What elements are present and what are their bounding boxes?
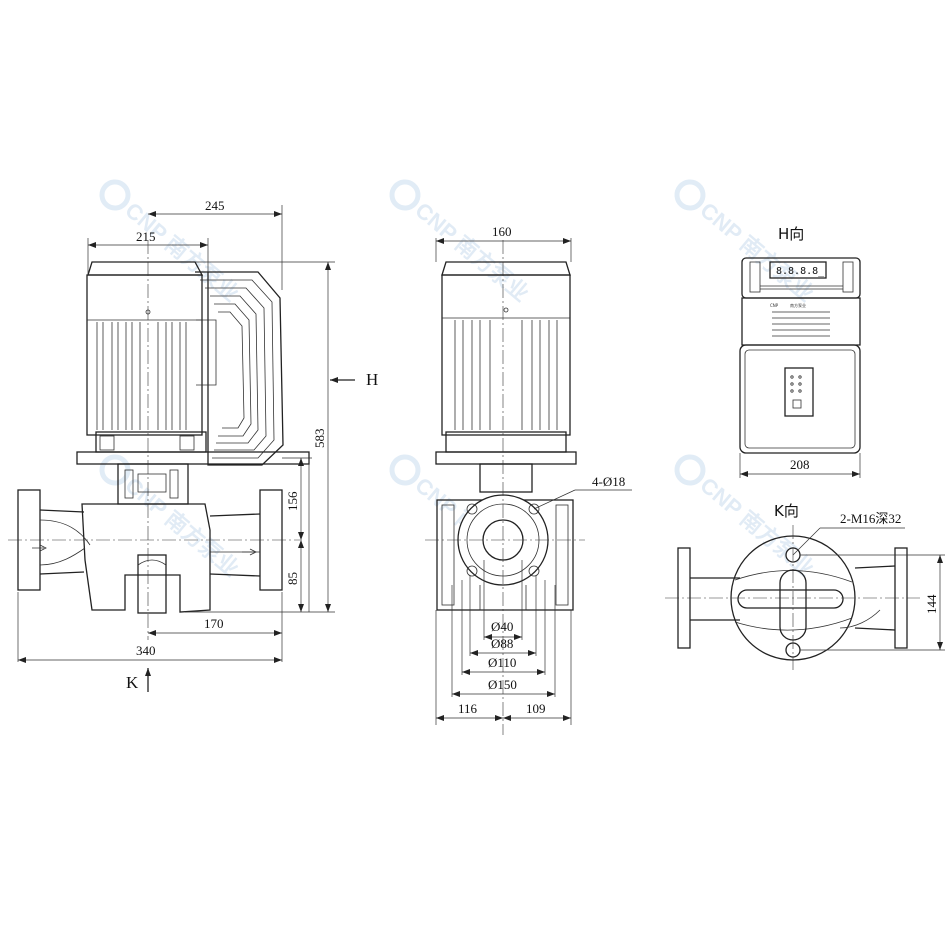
dim-215: 215 (136, 229, 156, 244)
dim-85: 85 (285, 572, 300, 585)
svg-text:南方泵业: 南方泵业 (450, 231, 533, 307)
watermark-group: CNP 南方泵业 CNP 南方泵业 CNP 南方泵业 CNP 南方泵业 CNP … (99, 179, 819, 582)
dim-156: 156 (285, 491, 300, 511)
dim-245: 245 (205, 198, 225, 213)
h-view: H向 8.8.8.8_ CNP 南方泵业 (739, 225, 861, 478)
dim-d88: Ø88 (491, 636, 513, 651)
dim-160: 160 (492, 224, 512, 239)
panel-brand: CNP (770, 303, 779, 308)
view-arrow-h: H (366, 370, 378, 389)
dim-144: 144 (924, 594, 939, 614)
view-arrow-k: K (126, 673, 139, 692)
watermark-2: CNP 南方泵业 (389, 179, 534, 307)
dim-340: 340 (136, 643, 156, 658)
dim-116: 116 (458, 701, 478, 716)
k-view-title: K向 (774, 502, 799, 520)
dim-583: 583 (312, 429, 327, 449)
bolt-hole-note: 4-Ø18 (592, 474, 625, 489)
k-view: K向 2-M16深32 144 (665, 502, 945, 670)
side-view: 160 4-Ø18 Ø40 Ø88 Ø110 Ø150 116 109 (425, 224, 632, 735)
front-view: 245 215 583 156 85 170 340 H K (8, 198, 378, 692)
dim-d150: Ø150 (488, 677, 517, 692)
svg-text:CNP: CNP (695, 197, 747, 246)
svg-text:南方泵业: 南方泵业 (160, 506, 243, 582)
svg-text:CNP: CNP (695, 472, 747, 521)
dim-170: 170 (204, 616, 224, 631)
lcd-display: 8.8.8.8_ (776, 266, 825, 277)
h-view-title: H向 (778, 225, 804, 243)
watermark-4: CNP 南方泵业 (99, 454, 244, 582)
dim-208: 208 (790, 457, 810, 472)
dim-109: 109 (526, 701, 546, 716)
dim-d110: Ø110 (488, 655, 516, 670)
watermark-1: CNP 南方泵业 (99, 179, 244, 307)
svg-text:CNP: CNP (120, 472, 172, 521)
thread-note: 2-M16深32 (840, 511, 901, 526)
dim-d40: Ø40 (491, 619, 513, 634)
panel-brand-cn: 南方泵业 (790, 302, 806, 308)
